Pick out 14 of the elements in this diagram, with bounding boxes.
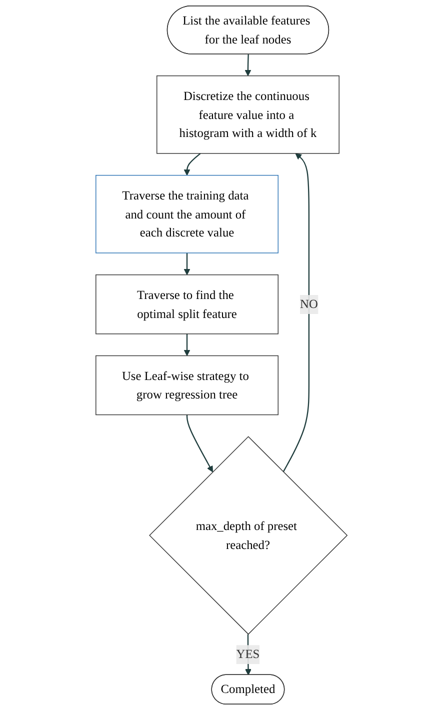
node-diamond: max_depth of preset reached? bbox=[149, 436, 348, 635]
node-box: Discretize the continuous feature value into a histogram with a width of k bbox=[156, 75, 340, 154]
arrow bbox=[184, 334, 190, 356]
arrow bbox=[282, 153, 310, 472]
node-box: Use Leaf-wise strategy to grow regression tree bbox=[96, 355, 278, 416]
edge-label: YES bbox=[236, 647, 260, 662]
arrow bbox=[186, 414, 213, 472]
edge-label: NO bbox=[300, 297, 318, 312]
arrow bbox=[245, 634, 252, 676]
node-box: Traverse the training data and count the amount of each discrete value bbox=[96, 174, 278, 254]
node-box: Traverse to find the optimal split feature bbox=[96, 274, 278, 334]
arrow bbox=[184, 153, 201, 176]
arrow bbox=[244, 54, 252, 76]
arrow bbox=[184, 252, 190, 276]
